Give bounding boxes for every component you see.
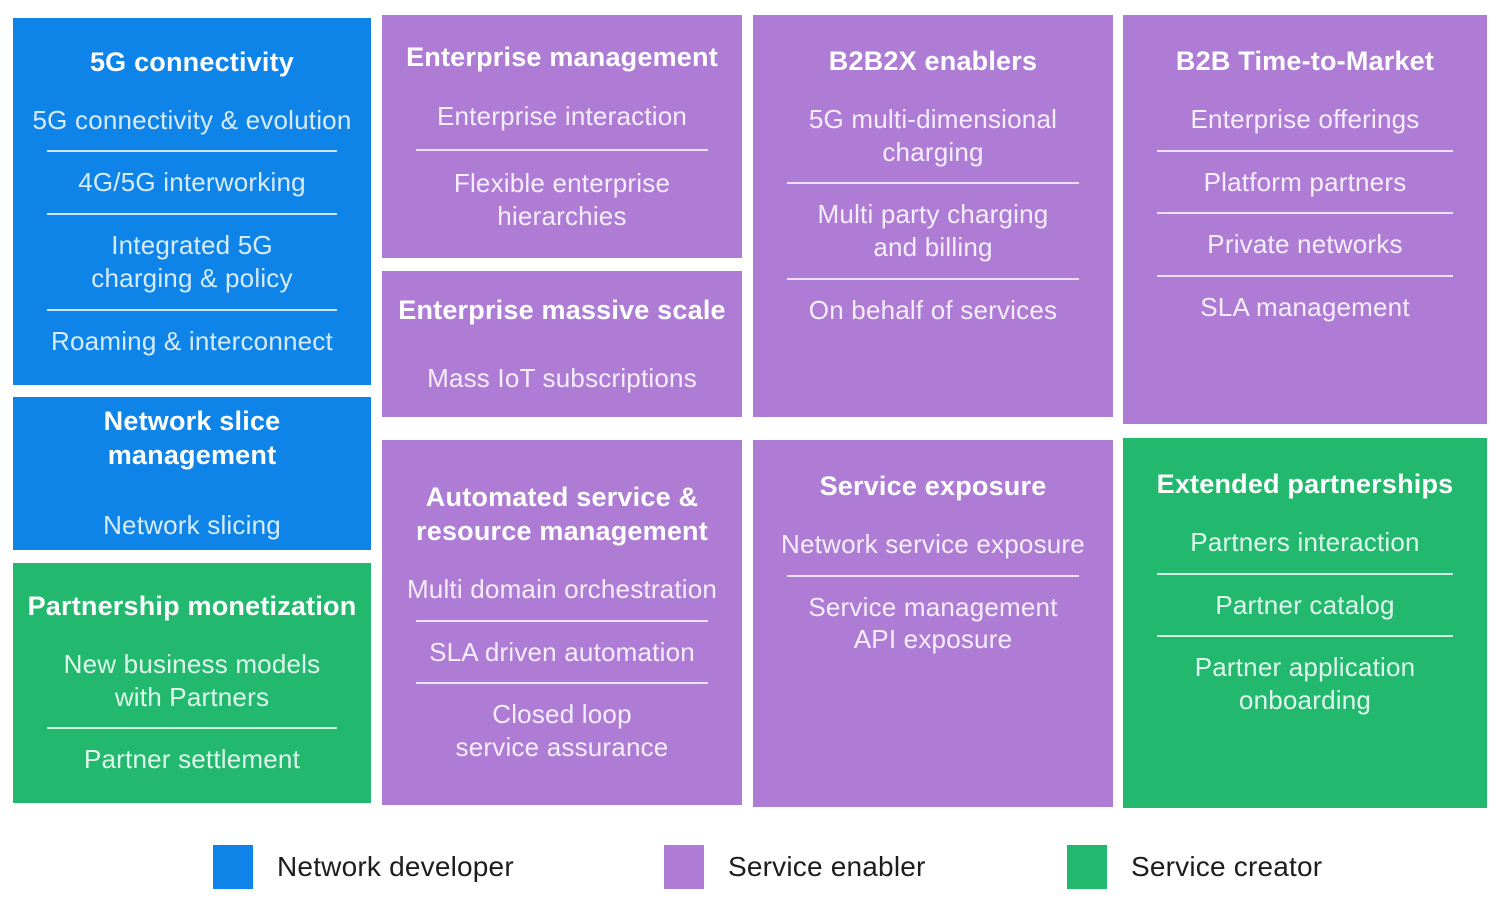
card-item: SLA driven automation (429, 636, 695, 667)
service-enabler-swatch-icon (664, 845, 704, 889)
card-automated-service-resource-management: Automated service & resource management … (382, 440, 742, 805)
card-title: Partnership monetization (27, 591, 357, 621)
card-item: New business models with Partners (63, 648, 321, 712)
network-developer-swatch-icon (213, 845, 253, 889)
card-item: SLA management (1200, 292, 1410, 322)
legend-item-service-enabler: Service enabler (664, 843, 926, 891)
divider (47, 150, 337, 153)
card-item: Integrated 5G charging & policy (91, 230, 293, 293)
divider (47, 308, 337, 311)
card-title: Enterprise management (406, 41, 718, 72)
card-enterprise-massive-scale: Enterprise massive scale Mass IoT subscr… (382, 271, 742, 417)
card-service-exposure: Service exposure Network service exposur… (753, 440, 1113, 807)
divider (1157, 275, 1453, 277)
divider (787, 574, 1079, 577)
card-item: Multi party charging and billing (817, 199, 1049, 262)
card-title: Extended partnerships (1156, 469, 1454, 499)
divider (416, 149, 708, 151)
card-item: Mass IoT subscriptions (427, 362, 697, 393)
divider (1157, 572, 1453, 575)
card-title: B2B Time-to-Market (1175, 46, 1435, 76)
card-item: Network slicing (103, 509, 281, 540)
card-5g-connectivity: 5G connectivity 5G connectivity & evolut… (13, 18, 371, 385)
card-title: Automated service & resource management (416, 482, 708, 546)
divider (787, 277, 1079, 280)
card-item: Enterprise interaction (436, 101, 688, 132)
card-b2b-time-to-market: B2B Time-to-Market Enterprise offerings … (1123, 15, 1487, 424)
card-item: Closed loop service assurance (455, 699, 669, 762)
card-item: Partner catalog (1215, 589, 1395, 620)
card-item: Roaming & interconnect (51, 325, 333, 356)
card-title: B2B2X enablers (828, 46, 1038, 76)
service-creator-swatch-icon (1067, 845, 1107, 889)
card-title: Enterprise massive scale (398, 294, 726, 325)
divider (1157, 149, 1453, 152)
card-enterprise-management: Enterprise management Enterprise interac… (382, 15, 742, 258)
legend-label: Service creator (1131, 851, 1323, 882)
card-item: Partner settlement (83, 744, 301, 775)
legend-item-network-developer: Network developer (213, 843, 514, 891)
divider (787, 182, 1079, 185)
card-item: On behalf of services (808, 294, 1058, 325)
legend-label: Service enabler (728, 851, 926, 882)
divider (47, 727, 337, 730)
card-item: 5G connectivity & evolution (32, 104, 352, 135)
card-title: Network slice management (103, 406, 281, 471)
card-item: Partners interaction (1190, 526, 1420, 557)
card-item: Private networks (1207, 229, 1403, 260)
card-item: Network service exposure (781, 528, 1085, 559)
card-item: Multi domain orchestration (406, 573, 718, 604)
divider (416, 619, 708, 622)
divider (47, 213, 337, 215)
card-item: Service management API exposure (808, 591, 1058, 655)
card-item: Enterprise offerings (1190, 103, 1420, 134)
legend-label: Network developer (277, 851, 514, 882)
card-b2b2x-enablers: B2B2X enablers 5G multi-dimensional char… (753, 15, 1113, 417)
card-extended-partnerships: Extended partnerships Partners interacti… (1123, 438, 1487, 808)
card-item: 4G/5G interworking (78, 167, 306, 198)
divider (1157, 635, 1453, 638)
card-partnership-monetization: Partnership monetization New business mo… (13, 563, 371, 803)
card-title: 5G connectivity (89, 46, 295, 77)
card-item: Platform partners (1203, 166, 1407, 197)
card-item: Flexible enterprise hierarchies (453, 168, 671, 231)
divider (416, 682, 708, 685)
card-item: 5G multi-dimensional charging (808, 103, 1058, 167)
card-item: Partner application onboarding (1194, 652, 1416, 715)
divider (1157, 212, 1453, 215)
card-title: Service exposure (819, 471, 1047, 501)
legend-item-service-creator: Service creator (1067, 843, 1322, 891)
card-network-slice-management: Network slice management Network slicing (13, 397, 371, 550)
